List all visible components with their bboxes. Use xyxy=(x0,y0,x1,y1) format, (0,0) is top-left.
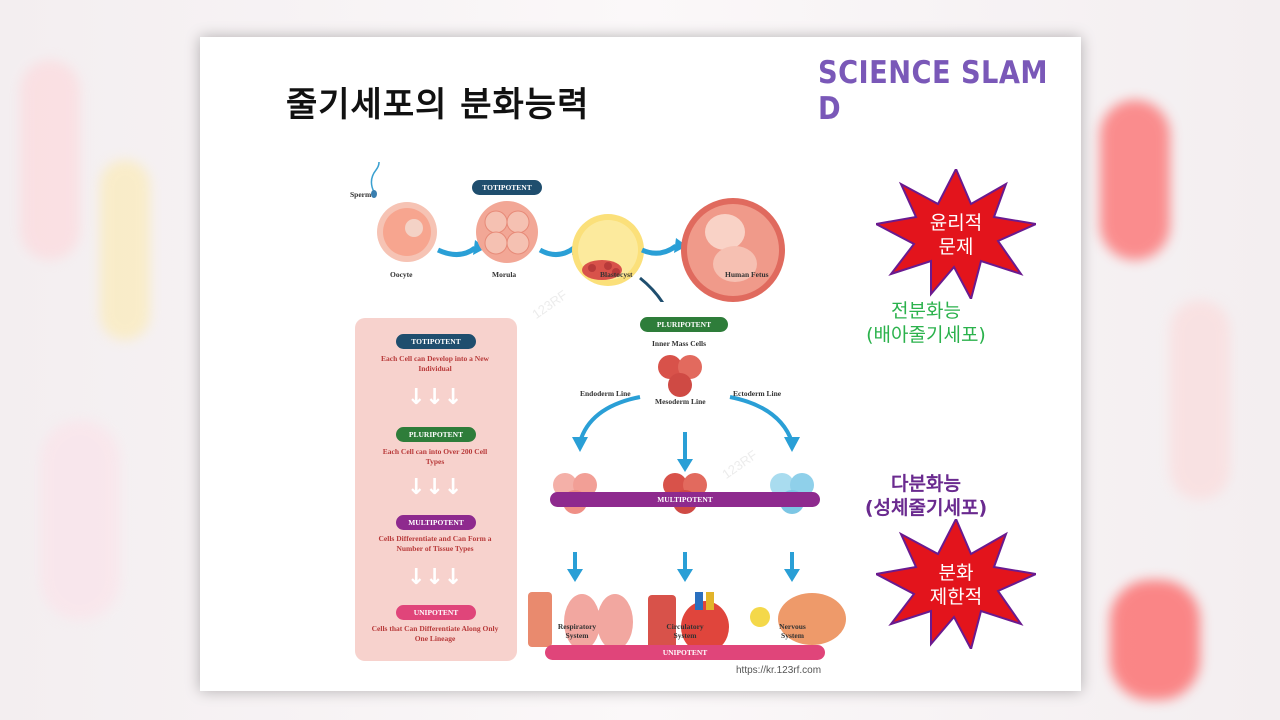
ethics-burst: 윤리적 문제 xyxy=(876,169,1036,299)
ethics-burst-line1: 윤리적 xyxy=(929,212,983,234)
bar-multipotent: MULTIPOTENT xyxy=(550,492,820,507)
badge-pluripotent: PLURIPOTENT xyxy=(640,317,728,332)
legend-badge-totipotent: TOTIPOTENT xyxy=(396,334,476,349)
label-human-fetus: Human Fetus xyxy=(725,270,769,279)
label-oocyte: Oocyte xyxy=(390,270,413,279)
background-blob xyxy=(40,420,120,620)
down-arrows-icon: ↓↓↓ xyxy=(407,385,463,410)
multipotency-label-line2: (성체줄기세포) xyxy=(864,497,988,519)
down-arrows-icon: ↓↓↓ xyxy=(407,565,463,590)
down-arrows-icon: ↓↓↓ xyxy=(407,475,463,500)
slide-title: 줄기세포의 분화능력 xyxy=(286,85,590,125)
background-blob xyxy=(100,160,150,340)
label-respiratory-system: Respiratory System xyxy=(557,622,597,640)
source-url: https://kr.123rf.com xyxy=(736,665,822,676)
badge-totipotent-top: TOTIPOTENT xyxy=(472,180,542,195)
pluripotency-label-line2: (배아줄기세포) xyxy=(866,324,986,346)
limited-burst-line2: 제한적 xyxy=(929,586,983,608)
label-inner-mass-cells: Inner Mass Cells xyxy=(652,339,707,348)
legend-text-totipotent: Each Cell can Develop into a New Individ… xyxy=(381,354,489,373)
pluripotency-label-line1: 전분화능 xyxy=(891,300,961,322)
starburst-shape xyxy=(876,519,1036,649)
limited-burst-line1: 분화 xyxy=(938,562,974,584)
brand-logo: SCIENCE SLAM D xyxy=(818,55,1049,127)
bar-unipotent: UNIPOTENT xyxy=(545,645,825,660)
background-blob xyxy=(20,60,80,260)
legend-text-multipotent: Cells Differentiate and Can Form a Numbe… xyxy=(378,534,492,553)
label-morula: Morula xyxy=(492,270,517,279)
legend-text-unipotent: Cells that Can Differentiate Along Only … xyxy=(371,624,499,643)
ethics-burst-line2: 문제 xyxy=(938,236,974,258)
starburst-shape xyxy=(876,169,1036,299)
label-endoderm-line: Endoderm Line xyxy=(580,389,631,398)
multipotency-label-line1: 다분화능 xyxy=(891,473,961,495)
label-ectoderm-line: Ectoderm Line xyxy=(733,389,782,398)
label-circulatory-system: Circulatory System xyxy=(666,622,704,640)
slide: 줄기세포의 분화능력 SCIENCE SLAM D xyxy=(200,37,1081,691)
legend-badge-pluripotent: PLURIPOTENT xyxy=(396,427,476,442)
legend-badge-multipotent: MULTIPOTENT xyxy=(396,515,476,530)
pluripotency-label: 전분화능 (배아줄기세포) xyxy=(846,299,1006,347)
potency-legend-panel xyxy=(355,318,517,661)
development-diagram xyxy=(370,162,785,302)
multipotency-label: 다분화능 (성체줄기세포) xyxy=(846,472,1006,520)
label-mesoderm-line: Mesoderm Line xyxy=(655,397,706,406)
background-blob xyxy=(1110,580,1200,700)
background-blob xyxy=(1100,100,1170,260)
label-nervous-system: Nervous System xyxy=(779,622,806,640)
legend-badge-unipotent: UNIPOTENT xyxy=(396,605,476,620)
legend-text-pluripotent: Each Cell can into Over 200 Cell Types xyxy=(382,447,488,466)
background-blob xyxy=(1170,300,1230,500)
label-blastocyst: Blastocyst xyxy=(600,270,633,279)
label-sperm: Sperm xyxy=(350,190,372,199)
limited-burst: 분화 제한적 xyxy=(876,519,1036,649)
